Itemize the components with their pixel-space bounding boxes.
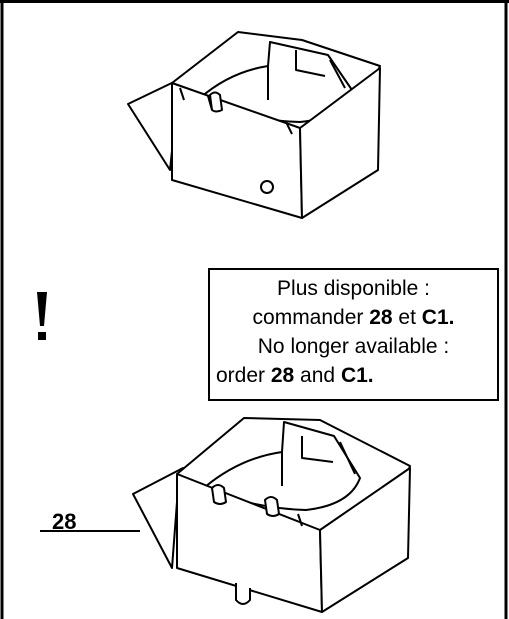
notice-fr-and-text: et	[392, 306, 422, 329]
notice-fr-line2: commander 28 et C1.	[210, 303, 497, 332]
old-part-drawing	[127, 31, 381, 219]
new-part-right-face	[319, 467, 411, 613]
new-part-notch	[235, 583, 251, 605]
exclamation-icon	[37, 292, 47, 340]
notice-en-code: C1.	[340, 364, 374, 387]
old-part-hole	[260, 180, 274, 194]
notice-fr-line1: Plus disponible :	[277, 277, 430, 300]
callout-label-28: 28	[52, 509, 77, 534]
availability-notice: Plus disponible : commander 28 et C1. No…	[208, 268, 499, 401]
old-part-flap	[127, 79, 179, 171]
new-part-drawing	[132, 417, 411, 613]
new-part-flap	[132, 467, 184, 569]
old-part-right-face	[299, 67, 381, 219]
notice-fr-part-number: 28	[369, 306, 393, 329]
notice-fr-code: C1.	[421, 306, 455, 329]
notice-en-order-text: order	[216, 364, 271, 387]
notice-en-line1: No longer available :	[257, 335, 450, 358]
notice-en-part-number: 28	[270, 364, 295, 387]
notice-fr-order-text: commander	[252, 306, 370, 329]
notice-en-line2: order 28 and C1.	[210, 361, 497, 390]
notice-en-and-text: and	[294, 364, 341, 387]
